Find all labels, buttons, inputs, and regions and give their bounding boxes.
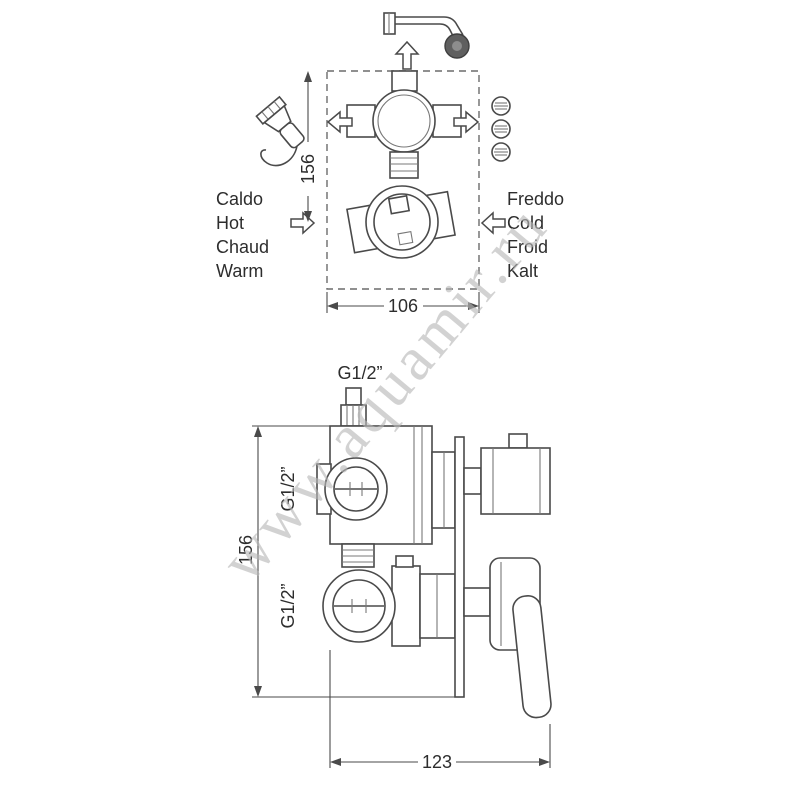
right-outlet-arrow: [453, 110, 480, 134]
dim-123-label: 123: [422, 752, 452, 772]
jet-icon: [491, 119, 511, 139]
jet-icon: [491, 142, 511, 162]
shower-arm-icon: [383, 12, 470, 59]
cold-inlet-arrow: [480, 211, 506, 235]
label-kalt: Kalt: [507, 261, 538, 281]
hot-inlet-arrow: [290, 211, 316, 235]
dimension-height-top-view: 156: [298, 71, 318, 222]
lower-inlet-port: [322, 569, 396, 643]
lower-cartridge-housing: [391, 555, 456, 647]
dim-106-label: 106: [388, 296, 418, 316]
body-jet-icons: [491, 96, 511, 162]
dimension-height-side-view: 156: [236, 425, 455, 698]
thread-label-lower-port: G1/2”: [278, 583, 298, 628]
lever-handle: [463, 557, 552, 719]
wall-plate: [454, 436, 465, 698]
top-plan-view: 156 106 Caldo Hot Chaud Warm Freddo Cold…: [216, 12, 564, 316]
dimension-width-top-view: 106: [326, 292, 480, 316]
top-port: [340, 387, 367, 427]
upper-inlet-port: [316, 457, 388, 521]
label-chaud: Chaud: [216, 237, 269, 257]
hand-shower-hose: [260, 145, 298, 167]
side-section-view: G1/2”: [236, 363, 552, 772]
cold-water-labels: Freddo Cold Froid Kalt: [507, 189, 564, 281]
thread-label-top: G1/2”: [337, 363, 382, 383]
dimension-width-side-view: 123: [329, 650, 551, 772]
threaded-connector: [389, 151, 419, 179]
dim-156-side-label: 156: [236, 535, 256, 565]
temperature-knob: [463, 433, 551, 515]
left-outlet-arrow: [326, 110, 353, 134]
jet-icon: [491, 96, 511, 116]
mixer-valve: [346, 185, 456, 259]
label-cold: Cold: [507, 213, 544, 233]
dim-156-label: 156: [298, 154, 318, 184]
label-freddo: Freddo: [507, 189, 564, 209]
label-froid: Froid: [507, 237, 548, 257]
label-warm: Warm: [216, 261, 263, 281]
hot-water-labels: Caldo Hot Chaud Warm: [216, 189, 269, 281]
thread-label-upper-port: G1/2”: [278, 466, 298, 511]
threaded-nipple: [341, 543, 375, 568]
label-caldo: Caldo: [216, 189, 263, 209]
shower-outlet-arrow: [394, 40, 420, 70]
hand-shower-icon: [255, 95, 305, 167]
diverter-valve: [346, 70, 462, 153]
label-hot: Hot: [216, 213, 244, 233]
diverter-body: [372, 89, 436, 153]
